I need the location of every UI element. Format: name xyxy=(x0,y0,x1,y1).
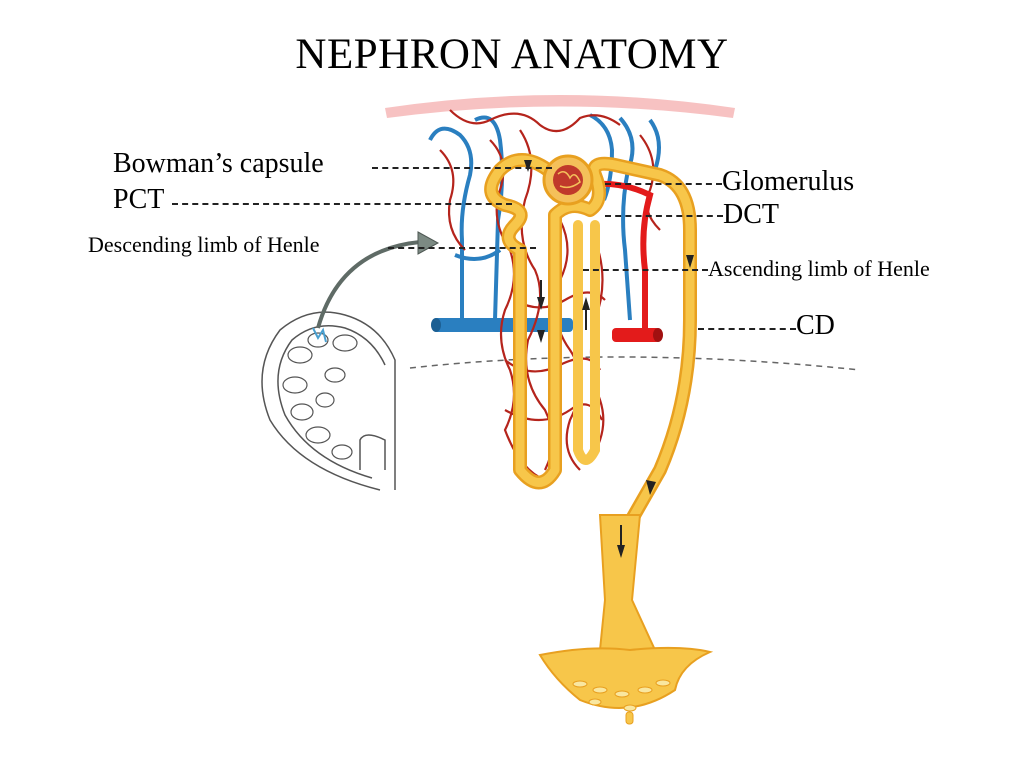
label-pct: PCT xyxy=(113,184,165,215)
leader-cd xyxy=(698,328,796,330)
leader-bowmans-capsule xyxy=(372,167,552,169)
collecting-duct xyxy=(598,514,657,651)
kidney-pyramids xyxy=(282,332,358,460)
kidney-nephron-marker xyxy=(312,327,327,343)
label-descending-limb: Descending limb of Henle xyxy=(88,232,320,257)
leader-pct xyxy=(172,203,512,205)
leader-dct xyxy=(605,215,723,217)
label-ascending-limb: Ascending limb of Henle xyxy=(708,256,930,281)
papilla-openings xyxy=(572,679,671,712)
cortex-surface-band xyxy=(385,95,735,118)
loop-limb-2 xyxy=(573,220,600,465)
zoom-arrow xyxy=(316,240,421,329)
kidney-outline xyxy=(261,311,396,491)
leader-glomerulus xyxy=(605,183,722,185)
label-dct: DCT xyxy=(723,199,779,230)
renal-papilla xyxy=(538,646,714,709)
page-title: NEPHRON ANATOMY xyxy=(295,31,729,78)
vein-horizontal xyxy=(433,318,573,332)
flow-arrows xyxy=(524,160,694,558)
label-glomerulus: Glomerulus xyxy=(722,166,855,197)
label-cd: CD xyxy=(796,310,835,341)
corticomedullary-boundary xyxy=(409,356,861,371)
leader-ascending-limb xyxy=(583,269,708,271)
artery-horizontal xyxy=(612,328,660,342)
veins xyxy=(428,113,661,321)
leader-descending-limb xyxy=(388,247,536,249)
label-bowmans-capsule: Bowman’s capsule xyxy=(113,148,324,179)
